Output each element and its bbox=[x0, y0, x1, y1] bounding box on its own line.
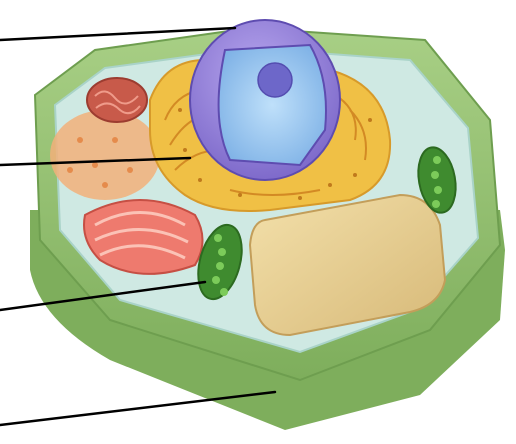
nucleolus bbox=[258, 63, 292, 97]
